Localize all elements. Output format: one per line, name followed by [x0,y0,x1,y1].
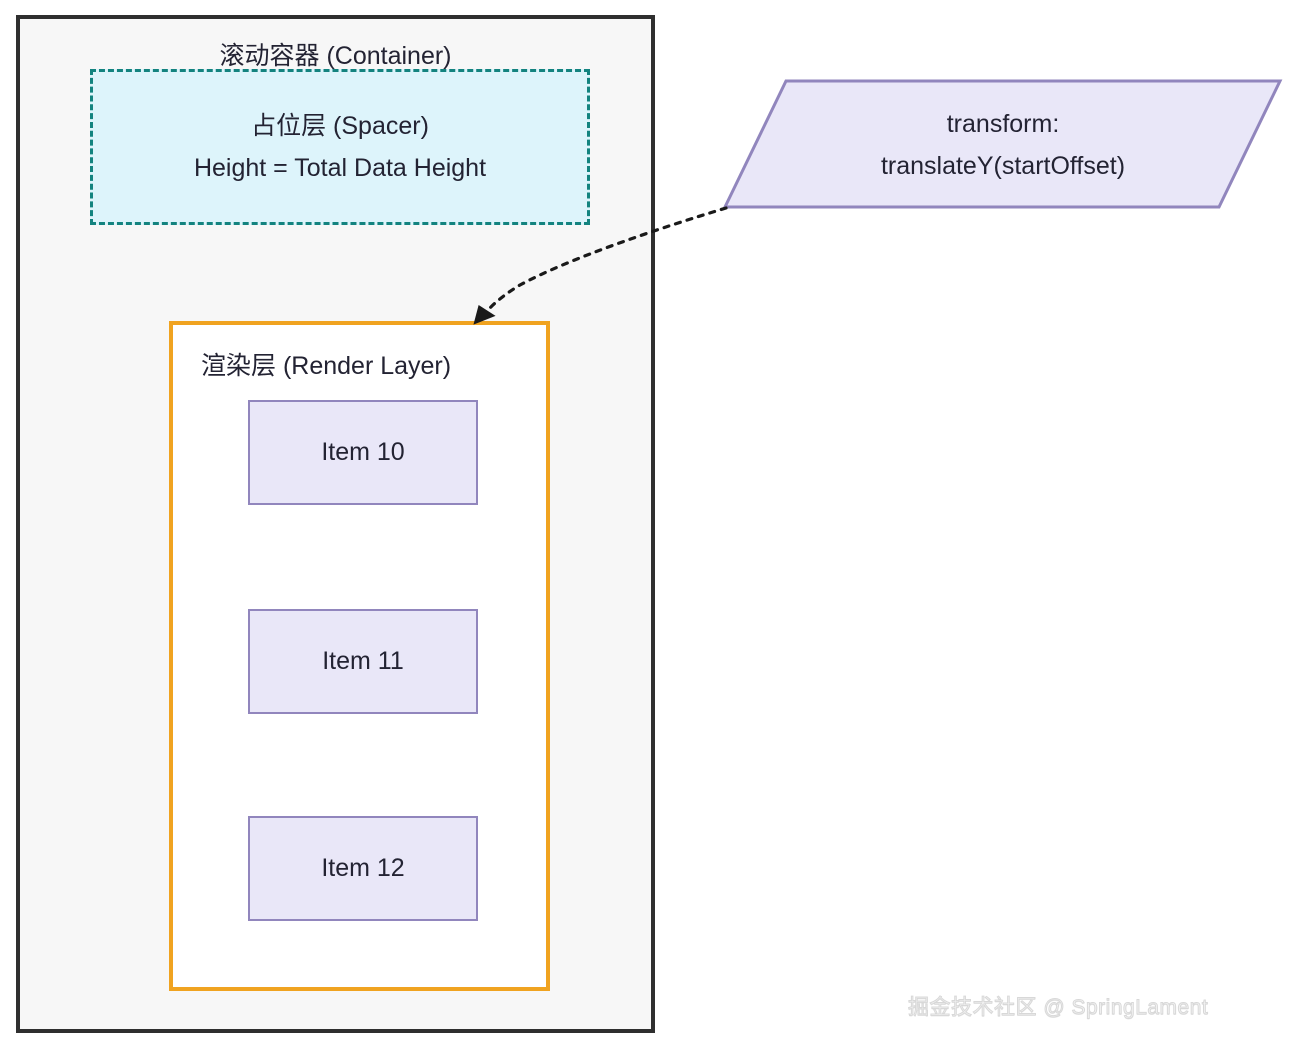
list-item: Item 10 [248,400,478,505]
list-item: Item 12 [248,816,478,921]
list-item: Item 11 [248,609,478,714]
scroll-container-box: 滚动容器 (Container) 占位层 (Spacer) Height = T… [16,15,655,1033]
watermark-text: 掘金技术社区 @ SpringLament [907,996,1209,1020]
scroll-container-title: 滚动容器 (Container) [219,42,452,70]
render-layer-title: 渲染层 (Render Layer) [201,352,452,380]
spacer-detail: Height = Total Data Height [193,154,487,182]
render-layer-box: 渲染层 (Render Layer) Item 10 Item 11 Item … [169,321,550,991]
parallelogram-shape [722,79,1283,209]
spacer-box: 占位层 (Spacer) Height = Total Data Height [90,69,590,225]
parallelogram-outline [722,79,1283,209]
spacer-title: 占位层 (Spacer) [251,112,429,140]
transform-note: transform: translateY(startOffset) [718,74,1288,216]
